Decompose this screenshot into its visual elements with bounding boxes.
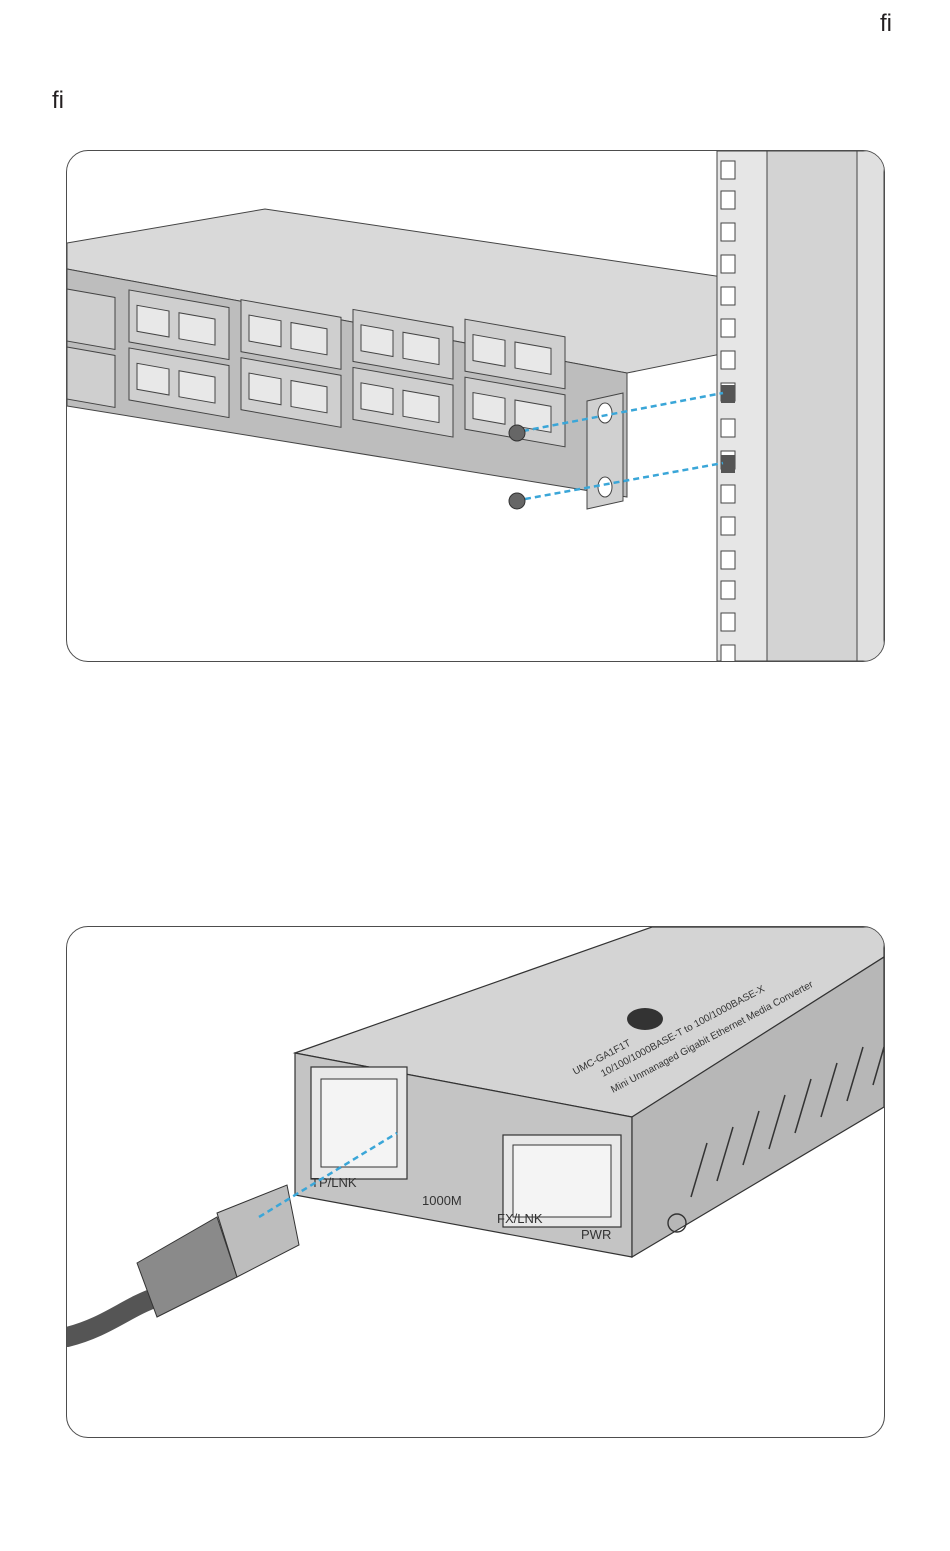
ligature-glyph: fi	[880, 12, 892, 36]
rack-mount-illustration	[67, 151, 884, 661]
brand-logo-icon	[627, 1008, 663, 1030]
converter-illustration: UMC-GA1F1T 10/100/1000BASE-T to 100/1000…	[67, 927, 884, 1437]
fx-lnk-label: FX/LNK	[497, 1211, 543, 1226]
rj45-plug	[137, 1217, 237, 1317]
tp-lnk-label: TP/LNK	[311, 1175, 357, 1190]
led-1000m-label: 1000M	[422, 1193, 462, 1208]
rack-mount-figure	[66, 150, 885, 662]
ligature-glyph: fi	[52, 89, 64, 113]
converter-cabling-figure: UMC-GA1F1T 10/100/1000BASE-T to 100/1000…	[66, 926, 885, 1438]
network-cable	[67, 1297, 157, 1337]
pwr-label: PWR	[581, 1227, 611, 1242]
